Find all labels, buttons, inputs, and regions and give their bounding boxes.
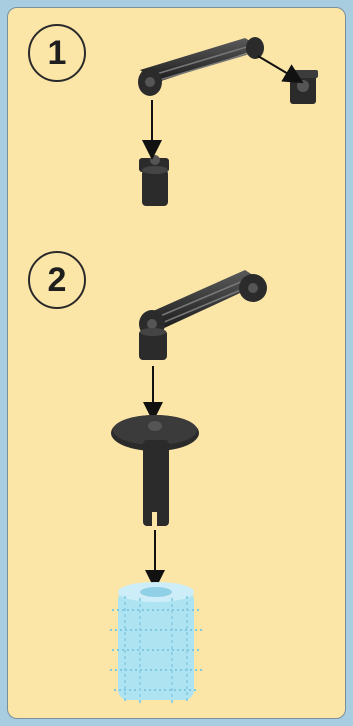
step2-disc-axle-part [111, 415, 199, 526]
step1-connector-right [288, 70, 318, 104]
step1-connector-bottom [139, 155, 169, 206]
step2-arm-assembly [139, 270, 267, 360]
step-number-2: 2 [28, 251, 86, 309]
step1-arm-part [138, 37, 264, 96]
step1-arrow-right [258, 56, 295, 78]
step2-brush-part [110, 582, 202, 706]
step-number-1: 1 [28, 24, 86, 82]
